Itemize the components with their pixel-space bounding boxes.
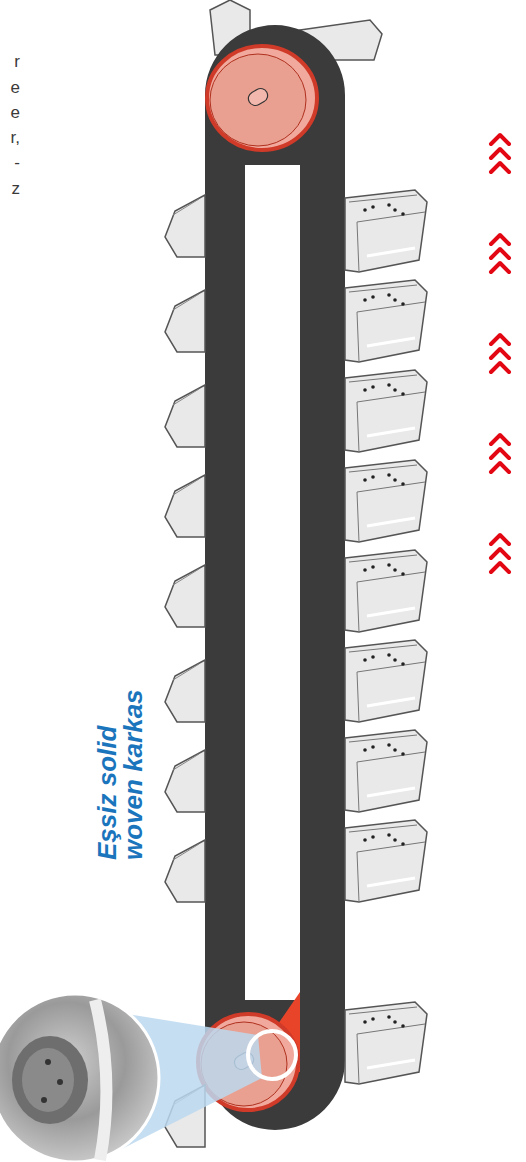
cropped-text: - bbox=[0, 153, 20, 173]
cropped-text: e bbox=[0, 103, 20, 123]
cropped-text: r, bbox=[0, 128, 20, 148]
cropped-text: e bbox=[0, 78, 20, 98]
cropped-text: r bbox=[0, 52, 20, 72]
cropped-text: z bbox=[0, 179, 20, 199]
rotated-callout: Eşsiz solid woven karkas bbox=[94, 660, 146, 860]
